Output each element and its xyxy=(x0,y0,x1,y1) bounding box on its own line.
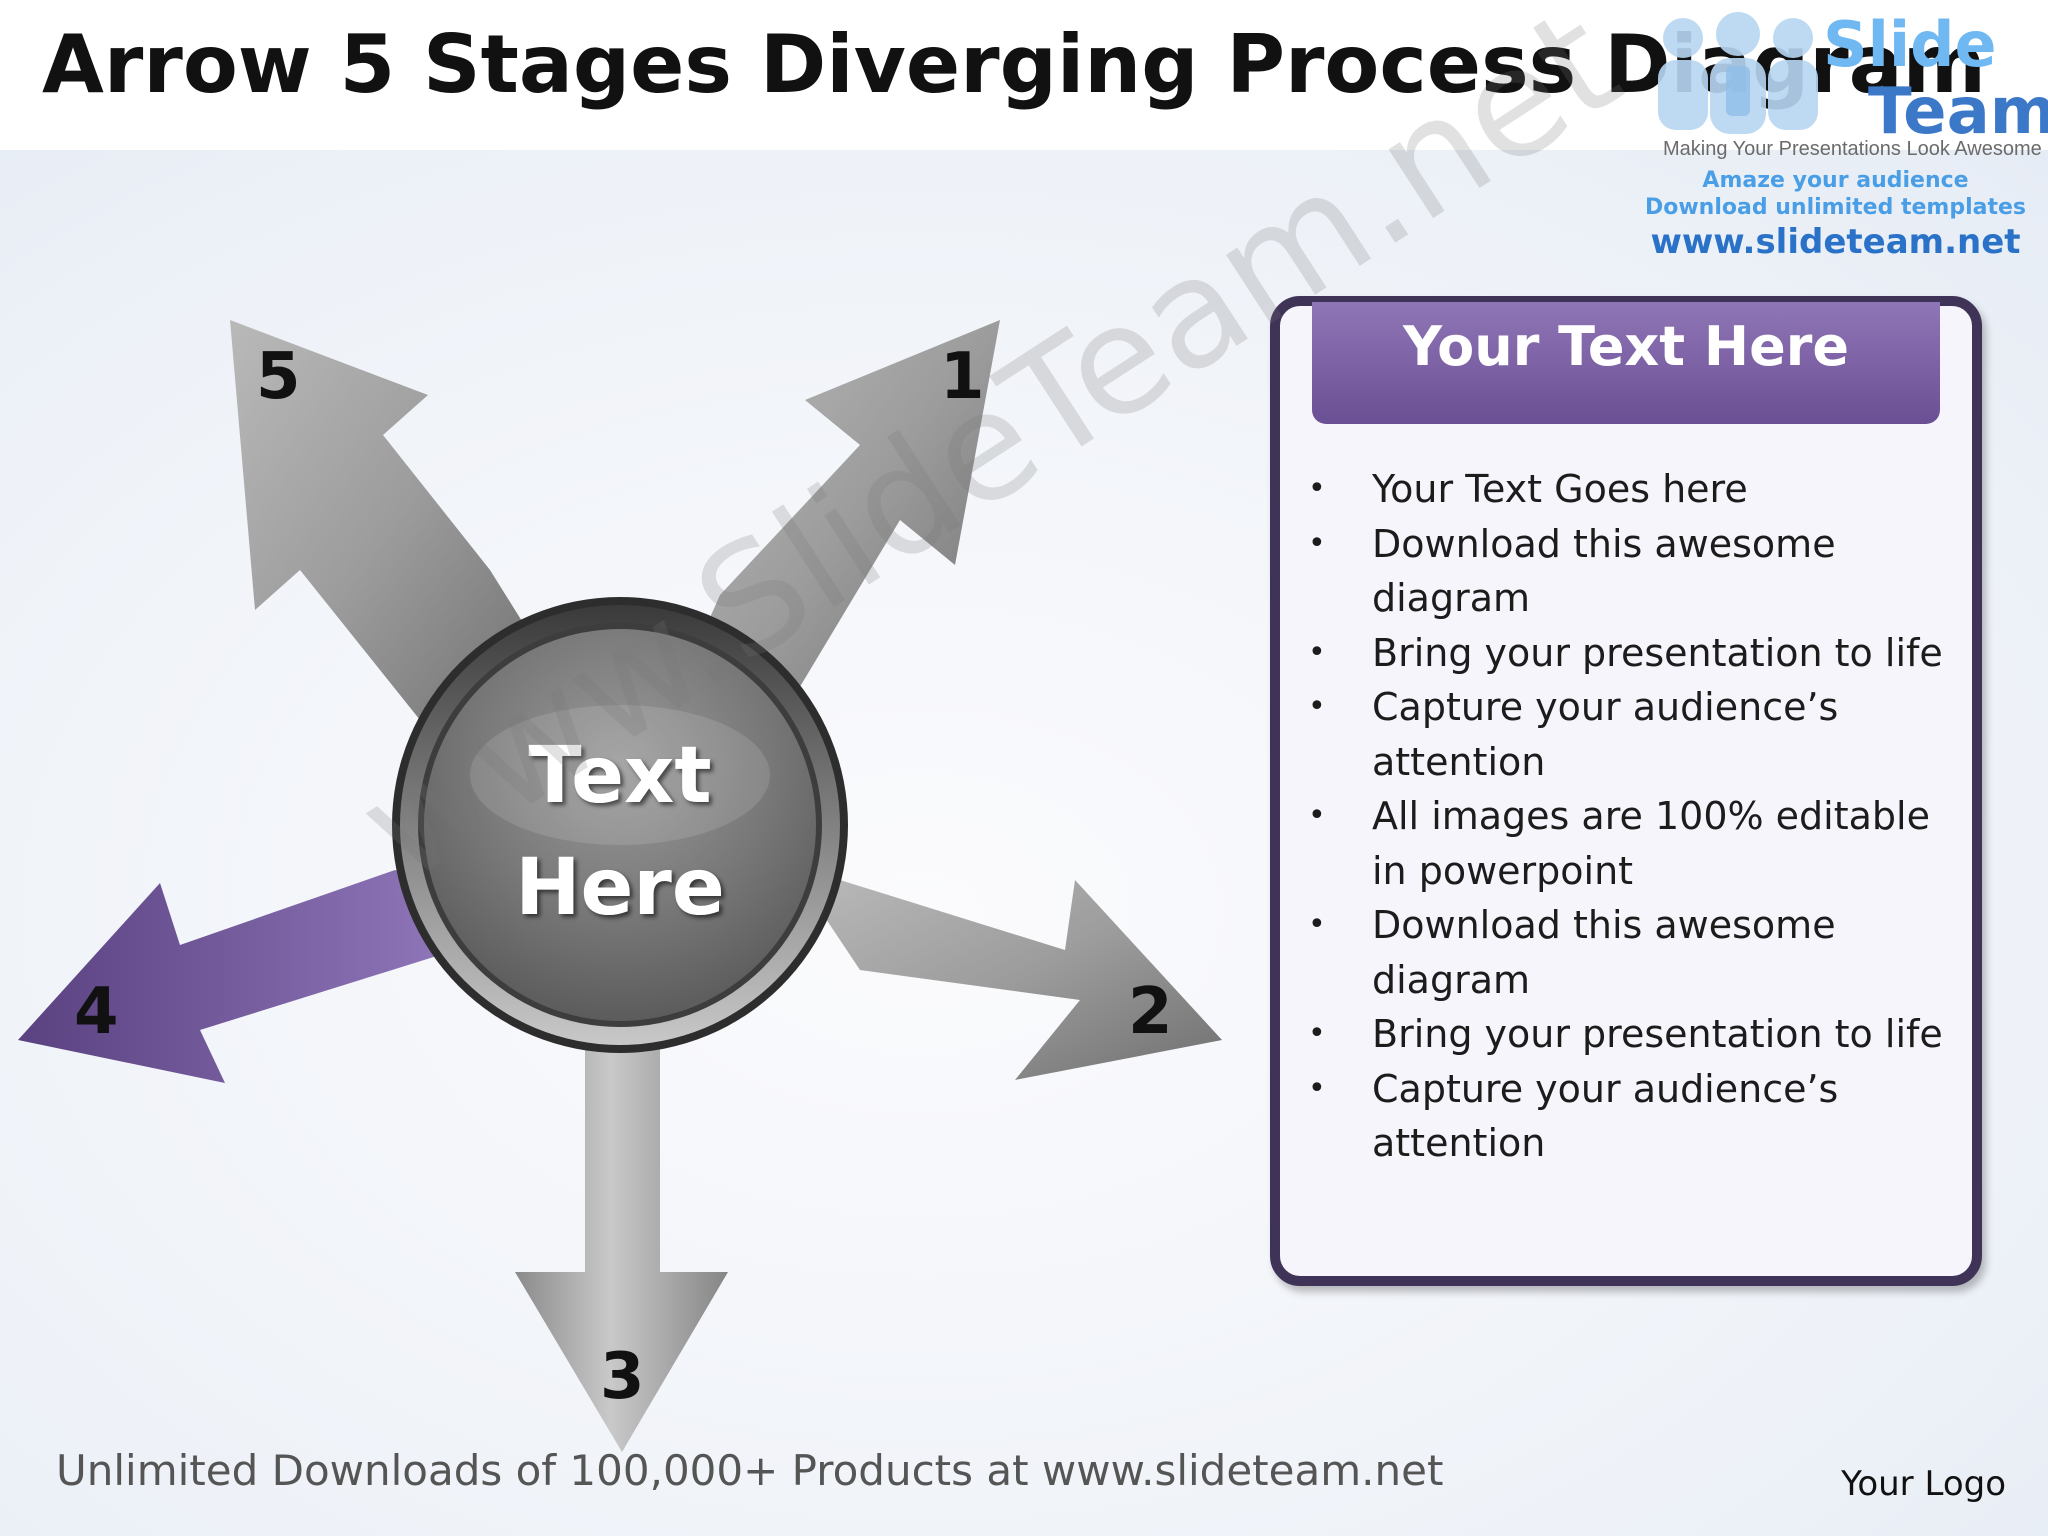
center-circle xyxy=(392,597,848,1053)
bullet-item: • Download this awesome diagram xyxy=(1300,898,1960,1007)
bullet-text: Download this awesome xyxy=(1372,903,1836,947)
bullet-item: • Capture your audience’s attention xyxy=(1300,1062,1960,1171)
bullet-dot-icon: • xyxy=(1308,689,1326,724)
arrow-stage-4 xyxy=(18,870,440,1083)
bullet-text: attention xyxy=(1372,739,1546,784)
stage-number-1: 1 xyxy=(940,340,985,414)
arrow-stage-5 xyxy=(230,320,540,745)
arrow-stage-3 xyxy=(515,1000,728,1452)
bullet-text: diagram xyxy=(1372,576,1531,620)
bullet-text: Bring your presentation to life xyxy=(1372,630,1943,675)
bullet-text: diagram xyxy=(1372,957,1531,1002)
bullet-text: All images are 100% editable xyxy=(1372,794,1930,838)
footer-text: Unlimited Downloads of 100,000+ Products… xyxy=(56,1446,1444,1495)
bullet-text: Capture your audience’s xyxy=(1372,685,1839,729)
bullet-item: • Capture your audience’s attention xyxy=(1300,680,1960,789)
center-label-line1: Text xyxy=(528,731,712,821)
bullet-dot-icon: • xyxy=(1308,798,1326,833)
stage-number-2: 2 xyxy=(1128,975,1173,1049)
bullet-dot-icon: • xyxy=(1308,907,1326,942)
bullet-item: • All images are 100% editable in powerpoi… xyxy=(1300,789,1960,898)
slideteam-logo[interactable]: Slide Team Making Your Presentations Loo… xyxy=(1628,0,2048,270)
arrow-stage-2 xyxy=(800,880,1222,1080)
arrow-stage-1 xyxy=(700,320,1000,720)
bullet-item: • Bring your presentation to life xyxy=(1300,1007,1960,1062)
your-logo-placeholder: Your Logo xyxy=(1841,1464,2006,1504)
bullet-text: attention xyxy=(1372,1121,1546,1165)
bullet-text: in powerpoint xyxy=(1372,848,1634,893)
bullet-dot-icon: • xyxy=(1308,1016,1326,1051)
stage-number-4: 4 xyxy=(74,975,119,1049)
panel-header: Your Text Here xyxy=(1312,302,1940,424)
bullet-item: • Download this awesome diagram xyxy=(1300,517,1960,626)
bullet-item: • Bring your presentation to life xyxy=(1300,626,1960,681)
bullet-dot-icon: • xyxy=(1308,471,1326,506)
text-panel xyxy=(1270,296,1982,1286)
logo-url-link[interactable]: www.slideteam.net xyxy=(1650,222,2021,262)
bullet-text: Bring your presentation to life xyxy=(1372,1012,1943,1056)
logo-line-download: Download unlimited templates xyxy=(1644,195,2026,220)
bullet-dot-icon: • xyxy=(1308,634,1326,670)
bullet-dot-icon: • xyxy=(1308,1070,1326,1106)
stage-number-3: 3 xyxy=(600,1340,645,1414)
diagram-arrows xyxy=(18,320,1222,1452)
logo-brand-slide: Slide xyxy=(1823,8,1997,81)
stage-number-5: 5 xyxy=(256,340,301,414)
logo-brand-team: Team xyxy=(1868,75,2048,149)
people-logo-icon xyxy=(1658,12,1818,134)
bullet-text: Download this awesome xyxy=(1372,521,1836,566)
bullet-text: Capture your audience’s xyxy=(1372,1066,1839,1111)
bullet-list: • Your Text Goes here • Download this aweso… xyxy=(1300,462,1960,1171)
logo-line-amaze: Amaze your audience xyxy=(1702,168,1969,193)
center-label-line2: Here xyxy=(515,843,725,933)
diverging-diagram: 5 1 2 3 4 Text Here xyxy=(18,320,1222,1452)
bullet-text: Your Text Goes here xyxy=(1372,467,1748,511)
bullet-dot-icon: • xyxy=(1308,525,1326,561)
logo-tagline: Making Your Presentations Look Awesome xyxy=(1663,138,2042,160)
bullet-item: • Your Text Goes here xyxy=(1300,462,1960,517)
center-label: Text Here xyxy=(470,720,770,944)
